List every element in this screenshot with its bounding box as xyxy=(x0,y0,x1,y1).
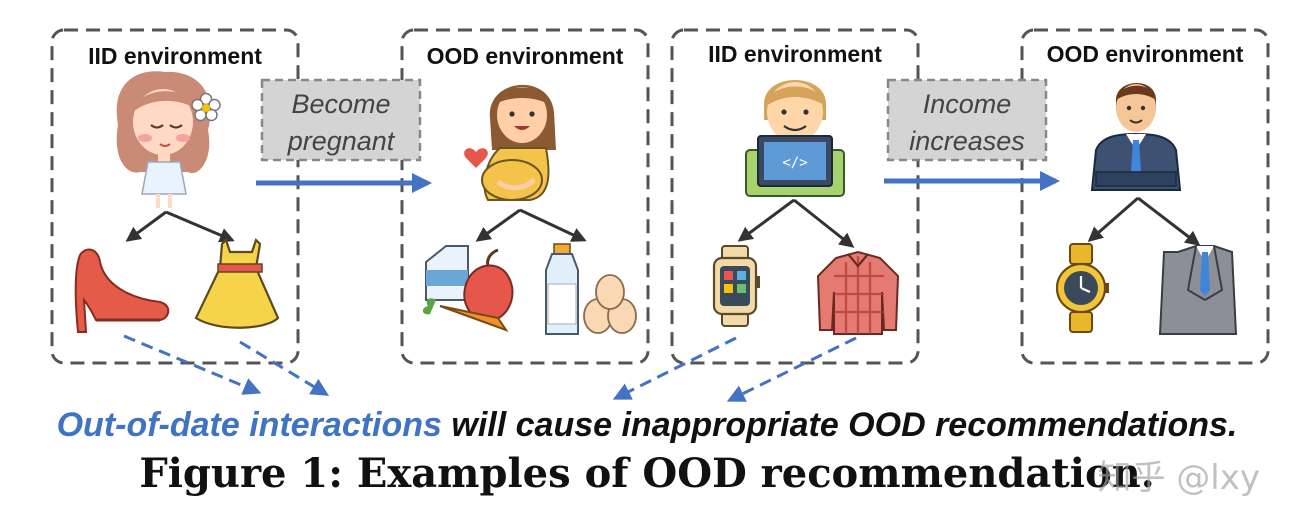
milk-carton-apple-carrot-icon xyxy=(422,245,514,332)
bottle-eggs-icon xyxy=(545,243,637,335)
dashed-arrow-1 xyxy=(123,334,262,395)
watermark: 知乎 @lxy xyxy=(1097,458,1261,498)
statement-rest: will cause inappropriate OOD recommendat… xyxy=(441,406,1238,444)
gold-watch-icon xyxy=(1055,243,1109,333)
transition-label-1b: pregnant xyxy=(287,126,396,156)
tree-branch-4b xyxy=(1137,196,1201,246)
panel-frame-4 xyxy=(1020,28,1270,365)
svg-text:</>: </> xyxy=(782,155,807,171)
panel-title-1: IID environment xyxy=(88,43,262,69)
transition-label-2b: increases xyxy=(909,126,1025,156)
pregnant-woman-icon xyxy=(464,84,556,201)
transition-label-1a: Become xyxy=(291,89,390,119)
panel-frame-2 xyxy=(400,28,650,365)
tree-branch-1b xyxy=(165,210,235,243)
programmer-icon: </> xyxy=(745,80,845,197)
suit-icon xyxy=(1158,245,1238,335)
smartwatch-icon xyxy=(712,245,760,327)
dashed-arrow-4 xyxy=(726,336,857,402)
statement-text: Out-of-date interactions will cause inap… xyxy=(0,406,1294,445)
businessman-icon xyxy=(1090,82,1182,191)
tree-branch-1a xyxy=(125,210,167,242)
transition-box-2 xyxy=(886,78,1048,162)
tree-branch-3a xyxy=(737,198,795,242)
panel-title-3: IID environment xyxy=(708,41,882,67)
panel-frame-1 xyxy=(50,28,300,365)
statement-highlight: Out-of-date interactions xyxy=(56,406,442,444)
panel-title-2: OOD environment xyxy=(427,43,624,69)
transition-label-2a: Income xyxy=(923,89,1012,119)
transition-box-1 xyxy=(260,78,422,162)
tree-branch-2b xyxy=(519,208,587,242)
woman-icon xyxy=(116,71,221,208)
high-heel-shoe-icon xyxy=(74,248,170,333)
panel-frame-3 xyxy=(670,28,920,365)
dashed-arrow-2 xyxy=(239,340,330,396)
tree-branch-2a xyxy=(475,208,521,242)
plaid-shirt-icon xyxy=(816,250,900,335)
dashed-arrow-3 xyxy=(612,336,737,400)
tree-branch-4a xyxy=(1087,196,1139,242)
dress-icon xyxy=(194,237,280,329)
panel-title-4: OOD environment xyxy=(1047,41,1244,67)
figure-caption: Figure 1: Examples of OOD recommendation… xyxy=(139,450,1155,497)
tree-branch-3b xyxy=(793,198,855,248)
